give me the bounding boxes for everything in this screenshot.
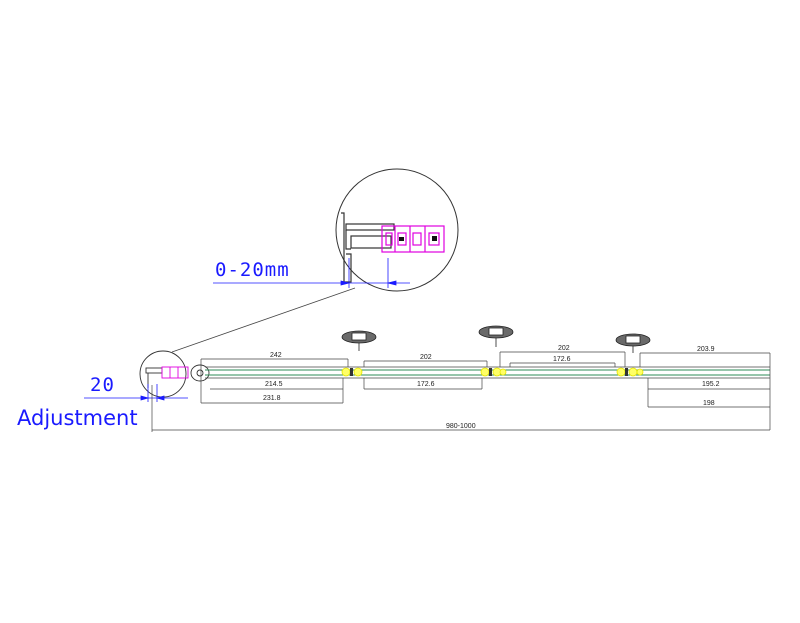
panel-2-inner-dim: 172.6 bbox=[417, 381, 435, 388]
detail-circle bbox=[335, 168, 459, 292]
wall-profile-detail bbox=[341, 212, 395, 283]
profile-notches bbox=[399, 236, 437, 241]
panel-1-bottom-dim: 231.8 bbox=[263, 395, 281, 402]
panel-1-top-dim: 242 bbox=[270, 352, 282, 359]
offset-label: 20 bbox=[90, 374, 115, 396]
yellow-connectors bbox=[341, 367, 644, 377]
left-end-detail: 20 Adjustment bbox=[17, 350, 210, 430]
range-dimension bbox=[213, 258, 410, 288]
panel-3-top-dim: 202 bbox=[558, 345, 570, 352]
overall-dim-label: 980-1000 bbox=[446, 423, 476, 430]
panel-4-top-dim: 203.9 bbox=[697, 346, 715, 353]
range-label: 0-20mm bbox=[215, 259, 290, 281]
panel-2-top-dim: 202 bbox=[420, 354, 432, 361]
panel-4-inner-dim: 195.2 bbox=[702, 381, 720, 388]
callout-leader-line bbox=[171, 287, 356, 353]
panel-4-bottom-dim: 198 bbox=[703, 400, 715, 407]
panel-1 bbox=[200, 358, 349, 404]
adjustment-dimension bbox=[84, 384, 188, 402]
roller-1 bbox=[341, 330, 377, 351]
end-cap bbox=[190, 364, 210, 382]
panel-3 bbox=[499, 351, 626, 367]
panel-1-inner-dim: 214.5 bbox=[265, 381, 283, 388]
detail-callout: 0-20mm bbox=[171, 168, 459, 353]
magenta-profile-detail bbox=[381, 225, 445, 253]
panel-2 bbox=[363, 360, 488, 390]
roller-3 bbox=[615, 333, 651, 353]
track-outline bbox=[205, 366, 770, 379]
panel-4 bbox=[639, 352, 771, 430]
roller-2 bbox=[478, 325, 514, 347]
panel-3-inner-dim: 172.6 bbox=[553, 356, 571, 363]
connector-pins bbox=[350, 368, 628, 376]
overall-dimension bbox=[151, 385, 770, 432]
left-detail-circle bbox=[139, 350, 187, 398]
adjustment-label: Adjustment bbox=[17, 406, 138, 430]
